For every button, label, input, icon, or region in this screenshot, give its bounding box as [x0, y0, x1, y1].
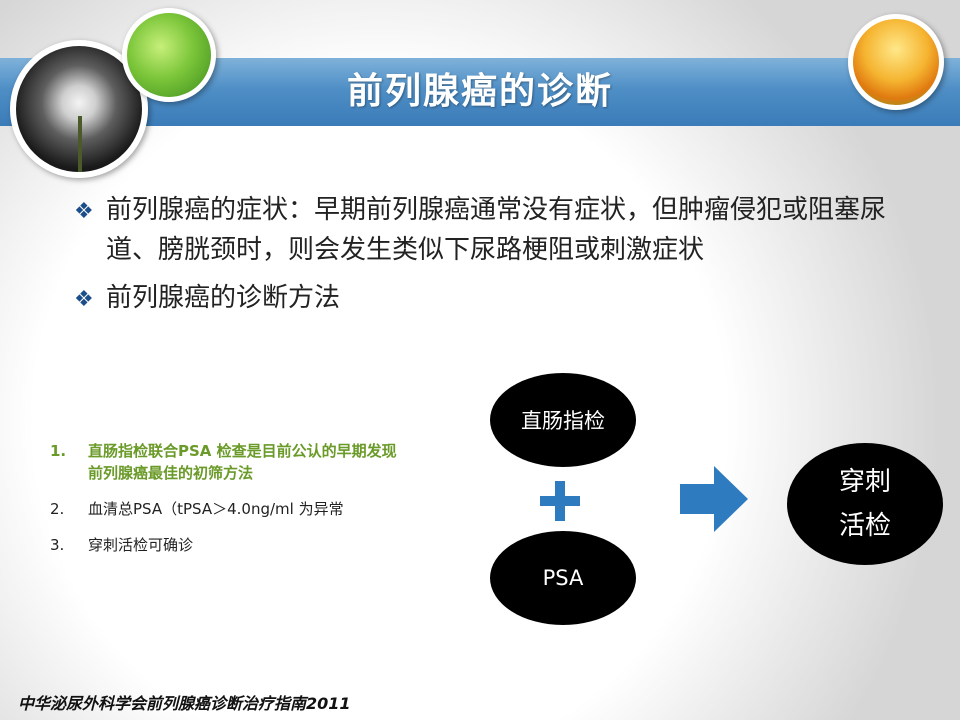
list-number: 3. — [50, 536, 65, 554]
node-label: PSA — [542, 566, 584, 590]
bullet-text: 前列腺癌的诊断方法 — [106, 283, 341, 313]
node-label-line2: 活检 — [838, 511, 891, 541]
list-item: 3. 穿刺活检可确诊 — [50, 534, 410, 556]
node-psa: PSA — [490, 531, 636, 625]
plus-icon — [540, 481, 580, 521]
node-label: 直肠指检 — [521, 409, 605, 433]
bullet-text: 前列腺癌的症状：早期前列腺癌通常没有症状，但肿瘤侵犯或阻塞尿道、膀胱颈时，则会发… — [106, 195, 887, 265]
list-item: 1. 直肠指检联合PSA 检查是目前公认的早期发现前列腺癌最佳的初筛方法 — [50, 440, 410, 484]
list-text: 直肠指检联合PSA 检查是目前公认的早期发现前列腺癌最佳的初筛方法 — [88, 442, 397, 482]
diamond-bullet-icon: ❖ — [74, 199, 94, 224]
list-item: 2. 血清总PSA（tPSA＞4.0ng/ml 为异常 — [50, 498, 410, 520]
footer-citation: 中华泌尿外科学会前列腺癌诊断治疗指南2011 — [18, 694, 351, 713]
bullet-item: ❖ 前列腺癌的症状：早期前列腺癌通常没有症状，但肿瘤侵犯或阻塞尿道、膀胱颈时，则… — [72, 190, 892, 270]
node-biopsy: 穿刺 活检 — [787, 443, 943, 565]
numbered-list: 1. 直肠指检联合PSA 检查是目前公认的早期发现前列腺癌最佳的初筛方法 2. … — [50, 440, 410, 570]
leaf-photo — [122, 8, 216, 102]
list-text: 血清总PSA（tPSA＞4.0ng/ml 为异常 — [88, 500, 344, 518]
diamond-bullet-icon: ❖ — [74, 287, 94, 312]
right-arrow-icon — [680, 466, 748, 532]
node-label-line1: 穿刺 — [838, 467, 891, 497]
list-text: 穿刺活检可确诊 — [88, 536, 194, 554]
tulip-photo — [848, 14, 944, 110]
list-number: 2. — [50, 500, 65, 518]
node-digital-rectal-exam: 直肠指检 — [490, 373, 636, 467]
bullet-item: ❖ 前列腺癌的诊断方法 — [72, 278, 892, 318]
list-number: 1. — [50, 442, 67, 460]
slide-title: 前列腺癌的诊断 — [346, 71, 613, 112]
bullet-list: ❖ 前列腺癌的症状：早期前列腺癌通常没有症状，但肿瘤侵犯或阻塞尿道、膀胱颈时，则… — [72, 190, 892, 318]
